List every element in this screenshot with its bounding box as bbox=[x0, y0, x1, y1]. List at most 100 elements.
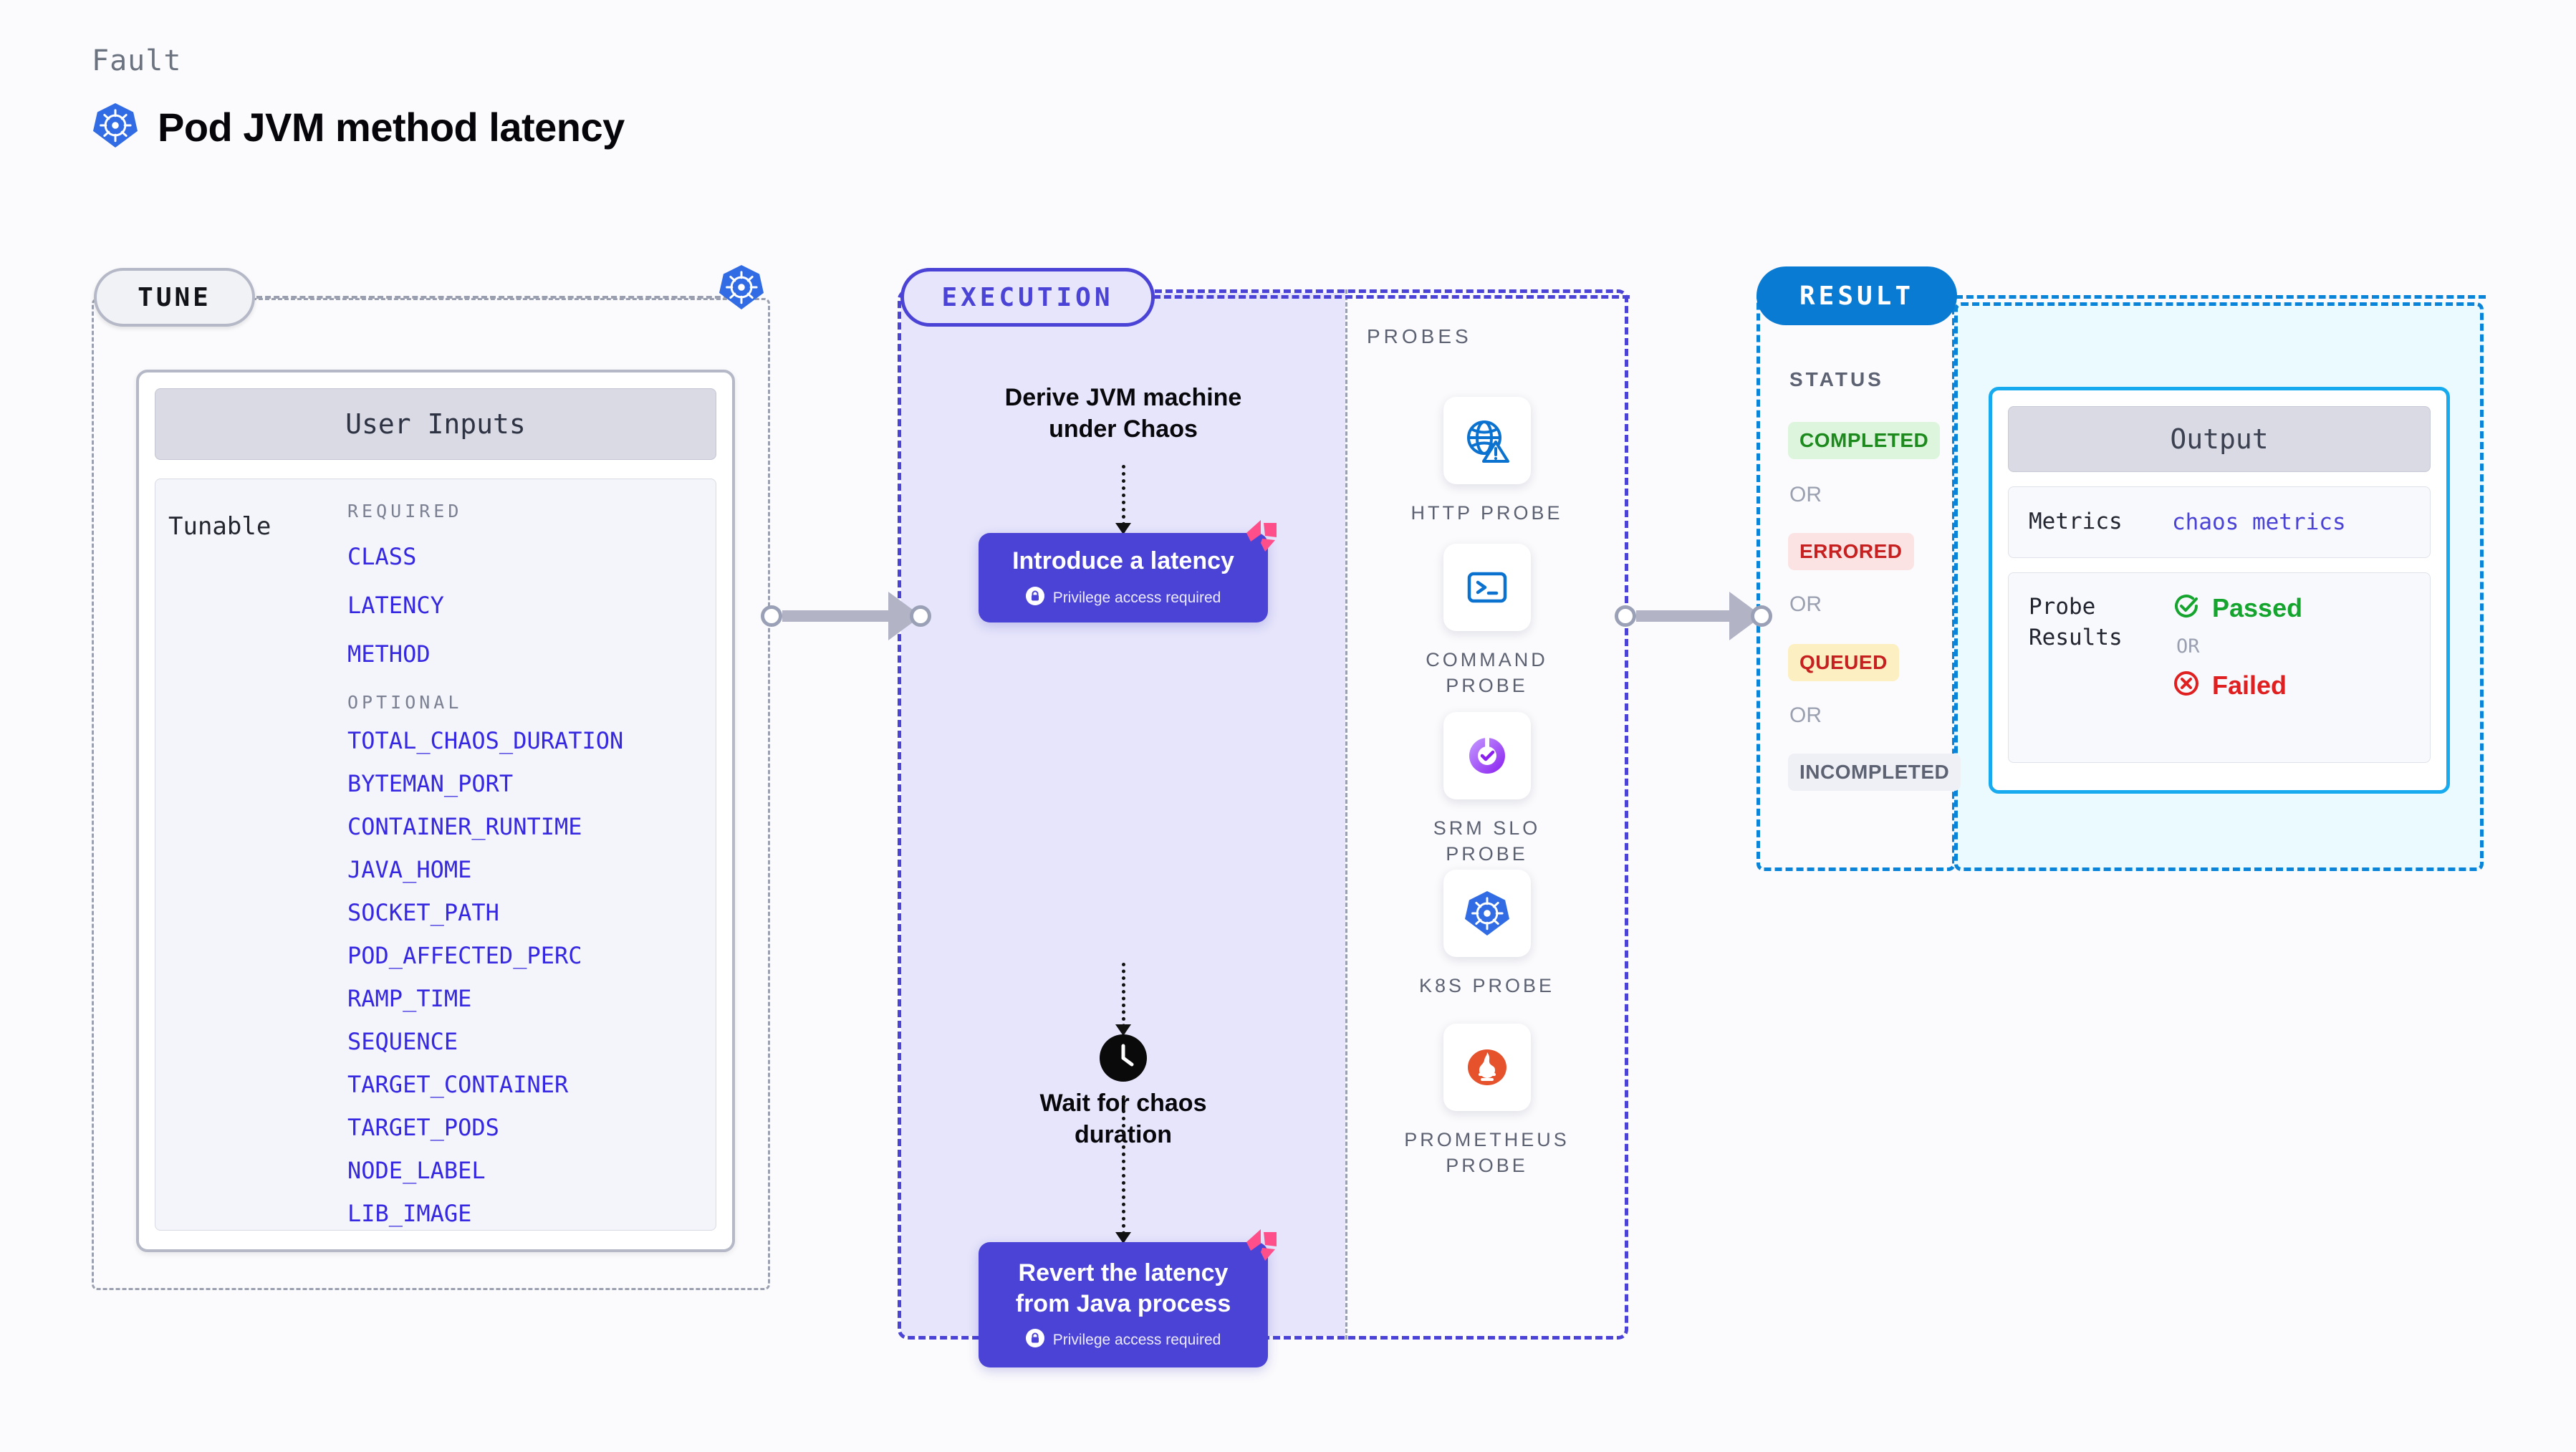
param-method[interactable]: METHOD bbox=[347, 640, 431, 668]
param-total-chaos-duration[interactable]: TOTAL_CHAOS_DURATION bbox=[347, 727, 624, 754]
required-group-title: REQUIRED bbox=[347, 501, 463, 521]
probe-prometheus[interactable]: PROMETHEUS PROBE bbox=[1380, 1024, 1595, 1179]
probes-panel bbox=[1345, 289, 1628, 1340]
result-stage-badge[interactable]: RESULT bbox=[1756, 266, 1957, 325]
check-circle-icon bbox=[2172, 592, 2201, 624]
param-byteman-port[interactable]: BYTEMAN_PORT bbox=[347, 770, 514, 797]
metrics-key: Metrics bbox=[2029, 509, 2123, 535]
or-separator: OR bbox=[2176, 635, 2200, 658]
metrics-row: Metrics chaos metrics bbox=[2008, 486, 2431, 558]
action-card-introduce-latency[interactable]: Introduce a latency Privilege access req… bbox=[979, 520, 1277, 622]
output-title: Output bbox=[2008, 406, 2431, 472]
tunable-body: Tunable REQUIRED CLASS LATENCY METHOD OP… bbox=[155, 479, 716, 1231]
privilege-note: Privilege access required bbox=[1025, 586, 1221, 610]
eyebrow-label: Fault bbox=[92, 44, 182, 77]
tune-stage-badge[interactable]: TUNE bbox=[94, 268, 255, 327]
connector-bar bbox=[782, 610, 888, 622]
litmus-flag-icon bbox=[1244, 1226, 1281, 1267]
status-badge-completed: COMPLETED bbox=[1788, 422, 1941, 459]
probe-command[interactable]: COMMAND PROBE bbox=[1380, 544, 1595, 699]
derive-step-line1: Derive JVM machine bbox=[1004, 384, 1242, 411]
param-pod-affected-perc[interactable]: POD_AFFECTED_PERC bbox=[347, 942, 582, 969]
probe-label: COMMAND PROBE bbox=[1426, 649, 1548, 697]
connector-end-dot bbox=[910, 605, 931, 627]
flow-arrow-down bbox=[1115, 465, 1131, 534]
param-node-label[interactable]: NODE_LABEL bbox=[347, 1157, 486, 1184]
metrics-value[interactable]: chaos metrics bbox=[2172, 509, 2346, 535]
status-badge-errored: ERRORED bbox=[1788, 533, 1914, 570]
connector-end-dot bbox=[1751, 605, 1772, 627]
param-socket-path[interactable]: SOCKET_PATH bbox=[347, 899, 499, 926]
param-java-home[interactable]: JAVA_HOME bbox=[347, 856, 472, 883]
or-separator: OR bbox=[1789, 483, 1822, 506]
probe-k8s[interactable]: K8S PROBE bbox=[1380, 870, 1595, 999]
or-separator: OR bbox=[1789, 592, 1822, 616]
privilege-note-text: Privilege access required bbox=[1052, 1332, 1221, 1348]
probe-results-key: Probe Results bbox=[2029, 594, 2123, 651]
action-card-title: Introduce a latency bbox=[1012, 547, 1234, 575]
connector-start-dot bbox=[1615, 605, 1636, 627]
derive-step-label: Derive JVM machine under Chaos bbox=[901, 383, 1345, 445]
globe-warning-icon bbox=[1443, 397, 1531, 484]
action-card-title: Revert the latency from Java process bbox=[1016, 1258, 1231, 1319]
kubernetes-icon bbox=[92, 102, 139, 153]
probe-results-row: Probe Results Passed OR bbox=[2008, 572, 2431, 763]
terminal-icon bbox=[1443, 544, 1531, 631]
action-card-title-line2: from Java process bbox=[1015, 1289, 1231, 1317]
probes-title: PROBES bbox=[1367, 325, 1472, 347]
probe-label: K8S PROBE bbox=[1418, 975, 1555, 996]
probe-label: HTTP PROBE bbox=[1410, 502, 1563, 524]
param-target-pods[interactable]: TARGET_PODS bbox=[347, 1114, 499, 1141]
status-title: STATUS bbox=[1789, 368, 1884, 390]
probe-results-values: Passed OR Failed bbox=[2172, 592, 2302, 744]
derive-step-line2: under Chaos bbox=[1049, 415, 1198, 443]
result-leader-line bbox=[1956, 295, 2486, 299]
connector-bar bbox=[1636, 610, 1729, 622]
kubernetes-icon bbox=[1443, 870, 1531, 957]
flow-arrow-down bbox=[1115, 1095, 1131, 1244]
connector-tune-to-execution bbox=[761, 592, 931, 640]
or-separator: OR bbox=[1789, 703, 1822, 727]
lock-icon bbox=[1025, 586, 1044, 610]
probe-result-passed: Passed bbox=[2172, 592, 2302, 624]
page-title: Pod JVM method latency bbox=[158, 105, 625, 150]
param-container-runtime[interactable]: CONTAINER_RUNTIME bbox=[347, 813, 582, 840]
page-header: Fault Pod JVM method latency bbox=[92, 44, 625, 153]
execution-leader-line bbox=[1153, 295, 1630, 299]
tunable-label: Tunable bbox=[168, 512, 271, 541]
tune-leader-line bbox=[256, 296, 729, 299]
status-badge-incompleted: INCOMPLETED bbox=[1788, 754, 1961, 791]
param-ramp-time[interactable]: RAMP_TIME bbox=[347, 985, 472, 1012]
passed-label: Passed bbox=[2212, 592, 2303, 622]
execution-flow: Derive JVM machine under Chaos Introduce… bbox=[901, 293, 1345, 1367]
privilege-note: Privilege access required bbox=[1025, 1329, 1221, 1352]
kubernetes-icon bbox=[718, 264, 765, 314]
action-card-revert-latency[interactable]: Revert the latency from Java process Pri… bbox=[979, 1229, 1277, 1367]
probes-list: PROBES HTTP PROBE bbox=[1345, 289, 1628, 1340]
privilege-note-text: Privilege access required bbox=[1052, 589, 1221, 606]
user-inputs-card: User Inputs Tunable REQUIRED CLASS LATEN… bbox=[136, 370, 735, 1252]
param-latency[interactable]: LATENCY bbox=[347, 592, 444, 619]
probe-srm-slo[interactable]: SRM SLO PROBE bbox=[1380, 712, 1595, 867]
param-lib-image[interactable]: LIB_IMAGE bbox=[347, 1200, 472, 1227]
probe-http[interactable]: HTTP PROBE bbox=[1380, 397, 1595, 526]
tune-panel bbox=[92, 298, 770, 1290]
param-sequence[interactable]: SEQUENCE bbox=[347, 1028, 458, 1055]
param-target-container[interactable]: TARGET_CONTAINER bbox=[347, 1071, 569, 1098]
param-class[interactable]: CLASS bbox=[347, 543, 417, 570]
action-card-title-line1: Revert the latency bbox=[1018, 1259, 1229, 1287]
result-status-list: STATUS COMPLETED OR ERRORED OR QUEUED OR… bbox=[1756, 289, 1961, 871]
probe-label: PROMETHEUS PROBE bbox=[1404, 1129, 1570, 1177]
flow-arrow-down bbox=[1115, 963, 1131, 1036]
optional-group-title: OPTIONAL bbox=[347, 692, 463, 713]
user-inputs-title: User Inputs bbox=[155, 388, 716, 460]
litmus-flag-icon bbox=[1244, 517, 1281, 558]
srm-slo-icon bbox=[1443, 712, 1531, 799]
status-badge-queued: QUEUED bbox=[1788, 644, 1899, 681]
connector-start-dot bbox=[761, 605, 782, 627]
failed-label: Failed bbox=[2212, 670, 2287, 700]
connector-execution-to-result bbox=[1615, 592, 1772, 640]
execution-stage-badge[interactable]: EXECUTION bbox=[900, 268, 1155, 327]
lock-icon bbox=[1025, 1329, 1044, 1352]
probe-result-failed: Failed bbox=[2172, 669, 2302, 701]
